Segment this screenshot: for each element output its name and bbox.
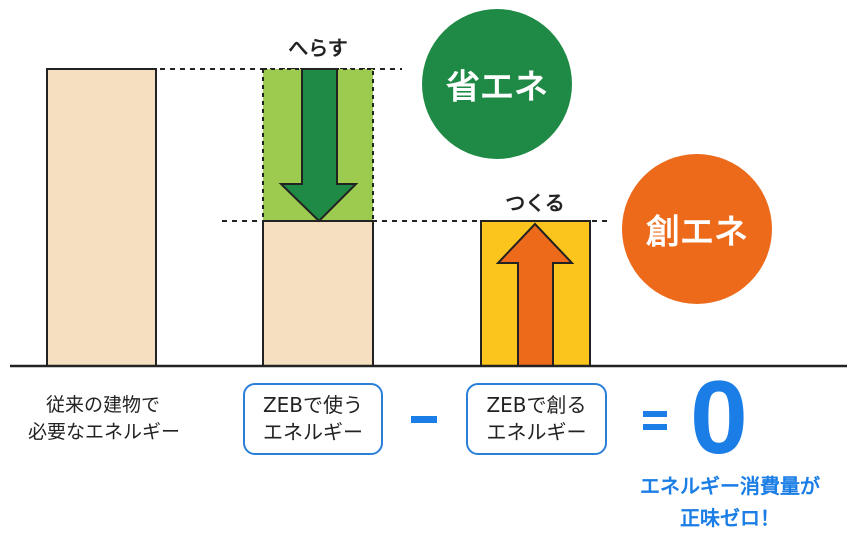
save-energy-circle	[422, 9, 572, 159]
conventional-building-bar	[46, 68, 157, 367]
down-arrow-icon	[278, 68, 359, 223]
zeb-use-line-1: ZEBで使う	[262, 393, 364, 417]
zeb-use-box: ZEBで使う エネルギー	[243, 383, 383, 455]
conventional-energy-label: 従来の建物で 必要なエネルギー	[28, 392, 181, 446]
result-caption: エネルギー消費量が 正味ゼロ！	[640, 470, 820, 534]
zero-result: 0	[690, 360, 748, 476]
result-caption-line-1: エネルギー消費量が	[640, 474, 820, 498]
result-caption-line-2: 正味ゼロ！	[680, 506, 780, 530]
create-energy-circle	[622, 154, 772, 304]
zeb-create-line-1: ZEBで創る	[486, 393, 587, 417]
conventional-line-2: 必要なエネルギー	[28, 421, 181, 443]
zeb-create-line-2: エネルギー	[486, 420, 587, 444]
zeb-use-bar	[262, 220, 374, 367]
zeb-create-box: ZEBで創る エネルギー	[466, 383, 607, 455]
reduce-label: へらす	[288, 36, 348, 60]
minus-sign	[411, 416, 437, 423]
equals-bottom	[643, 424, 667, 430]
create-label: つくる	[505, 191, 565, 215]
conventional-line-1: 従来の建物で	[45, 394, 160, 416]
zeb-use-line-2: エネルギー	[263, 420, 363, 444]
create-energy-text: 創エネ	[646, 212, 748, 253]
save-energy-text: 省エネ	[446, 67, 548, 108]
equals-top	[643, 411, 667, 417]
